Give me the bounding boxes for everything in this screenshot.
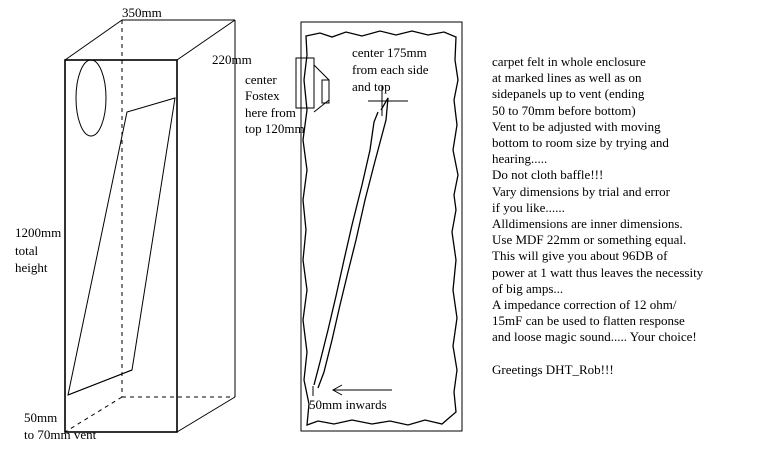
section-outline [300,21,463,432]
center-fostex-label-2: Fostex [245,88,280,103]
center-175-label-3: and top [352,79,391,94]
height-value-label: 1200mm [15,225,62,240]
note-line: Do not cloth baffle!!! [492,167,604,183]
note-line: of big amps... [492,280,564,296]
height-word-label: height [15,260,48,275]
center-175-label-2: from each side [352,62,429,77]
width-label: 350mm [122,5,162,20]
inwards-label: 50mm inwards [309,397,387,412]
depth-label: 220mm [212,52,252,67]
vent-line-outer [317,97,389,389]
height-total-label: total [15,243,39,258]
speaker-symbol [295,57,330,113]
vent-line-inner [313,111,379,386]
note-line: if you like...... [492,199,565,215]
note-line: Vary dimensions by trial and error [492,183,670,199]
greeting-text: Greetings DHT_Rob!!! [492,361,614,377]
note-line: Use MDF 22mm or something equal. [492,232,687,248]
note-line: Vent to be adjusted with moving [492,118,661,134]
note-line: Alldimensions are inner dimensions. [492,216,683,232]
note-line: bottom to room size by trying and [492,135,669,151]
note-line: sidepanels up to vent (ending [492,86,645,102]
note-line: 50 to 70mm before bottom) [492,102,636,118]
center-fostex-label-4: top 120mm [245,121,305,136]
note-line: 15mF can be used to flatten response [492,313,685,329]
note-line: hearing..... [492,151,548,167]
center-fostex-label-1: center [245,72,277,87]
vent-range-label-1: 50mm [24,410,58,425]
note-line: power at 1 watt thus leaves the necessit… [492,264,704,280]
felt-lining [302,30,459,426]
center-175-label-1: center 175mm [352,45,427,60]
note-line: This will give you about 96DB of [492,248,668,264]
note-line: A impedance correction of 12 ohm/ [492,297,677,313]
center-fostex-label-3: here from [245,105,296,120]
note-line: carpet felt in whole enclosure [492,54,646,69]
note-line: at marked lines as well as on [492,70,642,86]
note-line: and loose magic sound..... Your choice! [492,329,697,345]
driver-outline [75,59,107,137]
notes-block: carpet felt in whole enclosure at marked… [492,54,760,378]
enclosure-box [64,19,236,433]
vent-range-label-2: to 70mm vent [24,427,97,442]
